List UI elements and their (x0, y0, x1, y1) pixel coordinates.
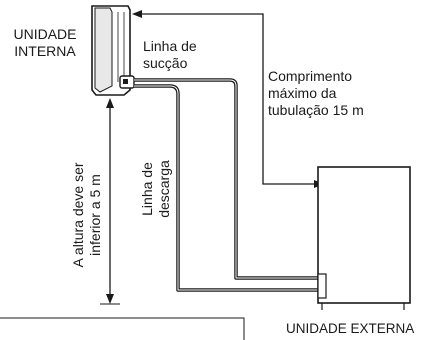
outdoor-unit-label-text: UNIDADE EXTERNA (286, 321, 415, 336)
max-length-label-line-3: tubulação 15 m (268, 102, 364, 118)
discharge-line-label-line-1: Linha de (139, 162, 155, 216)
max-length-label-line-1: Comprimento (268, 68, 353, 84)
outdoor-unit-shape (317, 166, 411, 310)
indoor-unit-shape (91, 5, 135, 96)
outdoor-unit-label: UNIDADE EXTERNA (286, 320, 414, 337)
max-length-label-line-2: máximo da (268, 85, 337, 101)
indoor-unit-label: UNIDADE INTERNA (2, 26, 88, 60)
height-limit-label-line-1: A altura deve ser (70, 162, 86, 268)
height-limit-label-line-2: inferior a 5 m (87, 174, 103, 256)
height-dimension (100, 98, 120, 305)
discharge-line-label-line-2: descarga (156, 160, 172, 218)
ground-line (0, 317, 245, 340)
height-limit-label: A altura deve ser inferior a 5 m (70, 150, 104, 280)
suction-line-label-line-2: sucção (143, 55, 188, 71)
suction-line-label-line-1: Linha de (143, 38, 197, 54)
indoor-unit-label-line-1: UNIDADE (13, 26, 77, 42)
suction-line-label: Linha de sucção (143, 38, 197, 72)
discharge-line-label: Linha de descarga (139, 139, 173, 239)
max-length-label: Comprimento máximo da tubulação 15 m (268, 68, 364, 119)
indoor-unit-label-line-2: INTERNA (14, 43, 76, 59)
